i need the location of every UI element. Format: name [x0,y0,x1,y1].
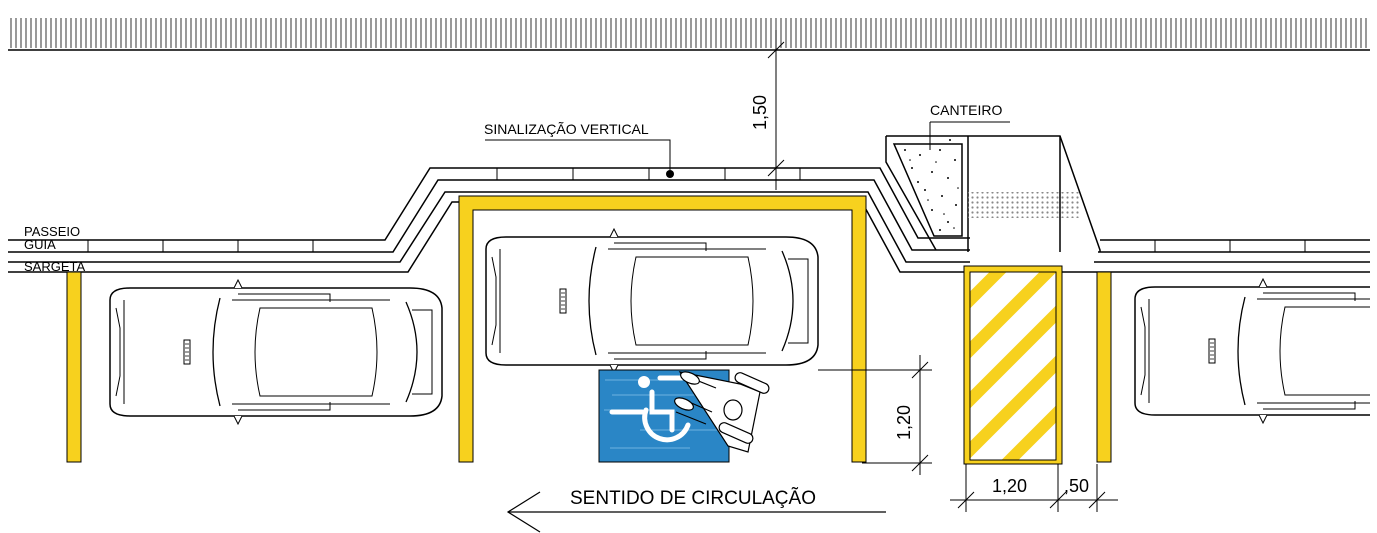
label-passeio: PASSEIO [24,224,80,239]
hatched-access-zone [963,265,1063,465]
tactile-floor [968,192,1080,218]
wall-hatch [8,18,1370,48]
label-guia: GUIA [24,237,56,252]
car-right [1134,278,1377,424]
dim-top-clearance: 1,50 [750,95,770,130]
wheelchair-user-icon [674,371,770,453]
dim-access-depth: 1,20 [894,405,914,440]
vertical-sign-post [666,170,674,178]
canteiro-block [885,135,1101,252]
parking-markings [66,195,1112,463]
car-left [109,279,443,425]
dimension-lines [767,30,1118,512]
accessibility-symbol [598,369,730,463]
leader-lines [8,121,1010,241]
label-canteiro: CANTEIRO [930,102,1002,118]
car-center [485,228,819,374]
label-sargeta: SARGETA [24,259,85,274]
dim-gap-width: ,50 [1064,476,1089,496]
planter-speckle [904,139,959,231]
dim-access-width: 1,20 [992,476,1027,496]
label-sinalizacao-vertical: SINALIZAÇÃO VERTICAL [484,121,649,137]
direction-arrow-icon [506,491,886,533]
curb-joints [87,168,1306,252]
label-sentido-circulacao: SENTIDO DE CIRCULAÇÃO [570,487,816,509]
planter [892,143,963,237]
